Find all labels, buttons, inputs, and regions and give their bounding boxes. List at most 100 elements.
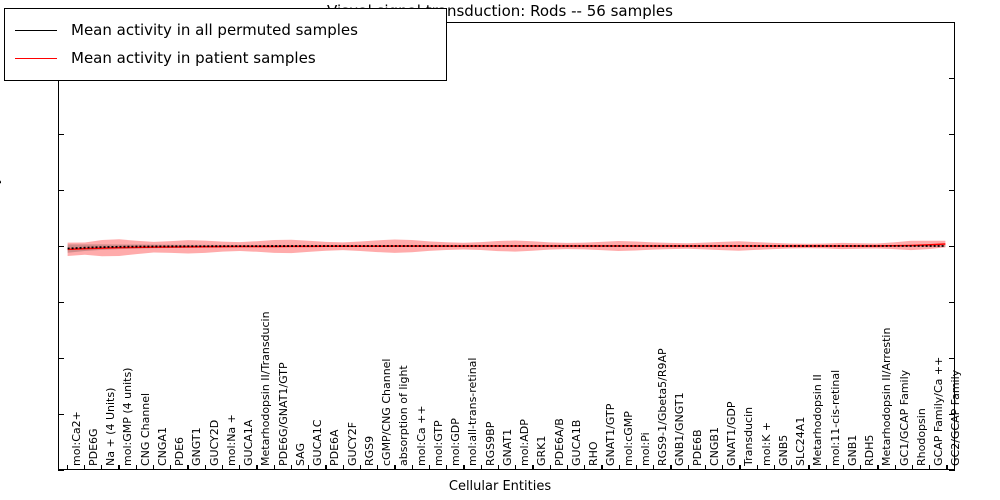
y-tick-mark bbox=[949, 22, 955, 24]
x-tick-label: GCAP Family/Ca ++ bbox=[932, 356, 946, 466]
y-tick-mark bbox=[949, 414, 955, 416]
x-tick-mark bbox=[428, 465, 431, 470]
x-tick-label: mol:all-trans-retinal bbox=[466, 357, 480, 466]
x-tick-label: GNB1/GNGT1 bbox=[673, 392, 687, 466]
x-tick-label: GUCA1B bbox=[569, 419, 583, 466]
x-tick-label: CNGB1 bbox=[707, 427, 721, 466]
x-tick-label: GC1/GCAP Family bbox=[897, 369, 911, 466]
x-tick-label: mol:K + bbox=[759, 421, 773, 466]
x-tick-mark bbox=[791, 465, 793, 470]
x-tick-label: mol:Ca ++ bbox=[414, 405, 428, 466]
x-tick-label: PDE6 bbox=[173, 436, 187, 466]
x-tick-label: mol:GDP bbox=[449, 418, 463, 466]
x-tick-mark bbox=[687, 465, 689, 470]
x-tick-label: RDH5 bbox=[863, 434, 877, 466]
x-tick-label: SAG bbox=[293, 442, 307, 466]
y-tick-mark bbox=[58, 414, 64, 416]
x-tick-mark bbox=[842, 465, 845, 470]
x-tick-label: PDE6G/GNAT1/GTP bbox=[276, 362, 290, 466]
x-axis-label: Cellular Entities bbox=[448, 479, 552, 494]
x-tick-mark bbox=[480, 465, 482, 470]
x-tick-mark bbox=[773, 465, 776, 470]
x-tick-mark bbox=[377, 465, 379, 470]
x-tick-mark bbox=[394, 465, 396, 470]
y-tick-mark bbox=[949, 190, 955, 192]
x-tick-mark bbox=[152, 465, 155, 470]
y-tick-mark bbox=[949, 470, 955, 472]
y-tick-mark bbox=[949, 78, 955, 80]
x-tick-mark bbox=[515, 465, 517, 470]
x-tick-mark bbox=[497, 465, 500, 470]
x-tick-label: GUCY2D bbox=[207, 419, 221, 466]
x-tick-label: GNAT1/GTP bbox=[604, 403, 618, 466]
x-tick-mark bbox=[532, 465, 534, 470]
x-tick-mark bbox=[825, 465, 827, 470]
x-tick-mark bbox=[66, 465, 68, 470]
x-tick-mark bbox=[946, 465, 948, 470]
x-tick-mark bbox=[566, 465, 569, 470]
x-tick-label: GNAT1 bbox=[500, 428, 514, 466]
x-tick-label: PDE6G bbox=[86, 428, 100, 466]
x-tick-label: CNG Channel bbox=[138, 392, 152, 466]
x-tick-label: PDE6A bbox=[328, 429, 342, 466]
x-tick-mark bbox=[756, 465, 758, 470]
x-tick-label: mol:ADP bbox=[518, 419, 532, 466]
x-tick-label: RGS9BP bbox=[483, 421, 497, 466]
y-tick-mark bbox=[58, 302, 64, 304]
x-tick-label: cGMP/CNG Channel bbox=[380, 358, 394, 467]
x-tick-mark bbox=[135, 465, 137, 470]
x-tick-mark bbox=[83, 465, 86, 470]
x-tick-label: mol:Pi bbox=[638, 432, 652, 466]
x-tick-label: GNB1 bbox=[845, 434, 859, 466]
x-tick-mark bbox=[618, 465, 620, 470]
x-tick-mark bbox=[860, 465, 862, 470]
x-tick-mark bbox=[342, 465, 344, 470]
y-tick-mark bbox=[58, 246, 64, 248]
x-tick-mark bbox=[549, 465, 551, 470]
x-tick-mark bbox=[204, 465, 206, 470]
x-tick-label: GRK1 bbox=[535, 435, 549, 466]
x-tick-label: RGS9 bbox=[362, 435, 376, 466]
x-tick-label: mol:GMP (4 units) bbox=[121, 367, 135, 466]
y-tick-mark bbox=[58, 134, 64, 136]
x-tick-mark bbox=[411, 465, 413, 470]
y-tick-mark bbox=[58, 190, 64, 192]
x-tick-mark bbox=[170, 465, 172, 470]
y-tick-mark bbox=[949, 302, 955, 304]
legend-swatch-permuted bbox=[15, 29, 57, 31]
x-tick-label: GNAT1/GDP bbox=[725, 401, 739, 466]
x-tick-label: Metarhodopsin II bbox=[811, 374, 825, 466]
x-tick-label: absorption of light bbox=[397, 365, 411, 466]
legend-item-permuted: Mean activity in all permuted samples bbox=[15, 16, 432, 44]
x-tick-label: Metarhodopsin II/Arrestin bbox=[880, 327, 894, 466]
x-tick-mark bbox=[290, 465, 293, 470]
x-tick-mark bbox=[101, 465, 103, 470]
x-tick-label: PDE6B bbox=[690, 429, 704, 466]
x-tick-mark bbox=[911, 465, 914, 470]
x-tick-mark bbox=[187, 465, 189, 470]
x-tick-label: Na + (4 Units) bbox=[104, 387, 118, 466]
legend: Mean activity in all permuted samples Me… bbox=[4, 8, 447, 81]
x-tick-mark bbox=[635, 465, 638, 470]
x-tick-mark bbox=[221, 465, 224, 470]
x-tick-label: RHO bbox=[587, 441, 601, 466]
x-tick-label: Metarhodopsin II/Transducin bbox=[259, 311, 273, 466]
x-tick-mark bbox=[704, 465, 707, 470]
x-tick-mark bbox=[256, 465, 258, 470]
y-tick-mark bbox=[949, 246, 955, 248]
x-tick-label: GNGT1 bbox=[190, 427, 204, 466]
x-tick-mark bbox=[239, 465, 241, 470]
x-tick-label: RGS9-1/Gbeta5/R9AP bbox=[656, 348, 670, 466]
x-tick-label: mol:Na + bbox=[224, 414, 238, 466]
x-tick-label: GC2/GCAP Family bbox=[949, 369, 963, 466]
x-tick-mark bbox=[808, 465, 810, 470]
x-tick-label: Transducin bbox=[742, 406, 756, 466]
x-tick-label: CNGA1 bbox=[155, 427, 169, 466]
x-tick-mark bbox=[463, 465, 465, 470]
x-tick-mark bbox=[584, 465, 586, 470]
x-tick-mark bbox=[929, 465, 931, 470]
x-tick-mark bbox=[739, 465, 741, 470]
x-tick-label: Rhodopsin bbox=[914, 408, 928, 466]
x-tick-label: mol:GTP bbox=[431, 420, 445, 466]
